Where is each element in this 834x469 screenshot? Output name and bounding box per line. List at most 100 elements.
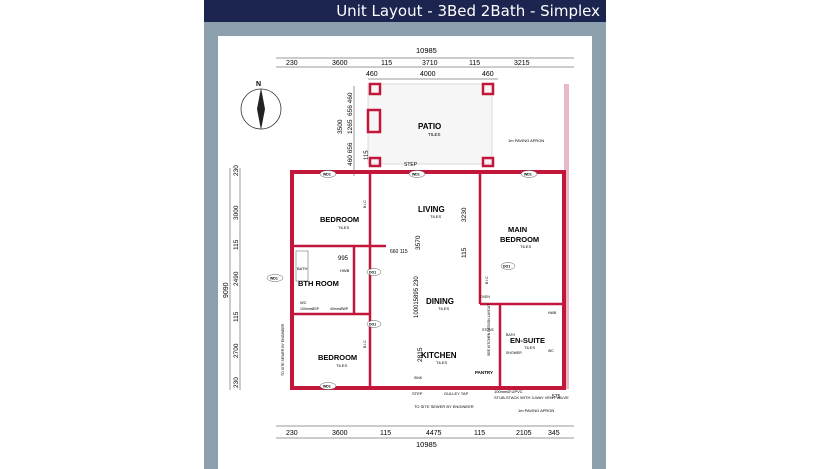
- bottom-dimensions: [276, 425, 574, 439]
- room-living: LIVING: [418, 205, 445, 214]
- drawing-sheet: 10985 230 3600 115 3710 115 3215 460 400…: [218, 36, 592, 469]
- bic-1: B.I.C: [363, 200, 367, 208]
- living-finish: TILES: [430, 214, 441, 219]
- site-sewer-left: TO SITE SEWER BY ENGINEER: [281, 323, 285, 376]
- svg-text:DO1: DO1: [503, 265, 510, 269]
- kitchen-note: SEE KITCHEN DESIGN LAYOUT: [487, 303, 491, 356]
- stove-label: STOVE: [482, 328, 494, 332]
- dim-3230: 3230: [461, 207, 468, 222]
- dim-bottom-total: 10985: [416, 440, 437, 449]
- svg-text:WD1: WD1: [323, 173, 331, 177]
- dim-patio-3500: 3500: [337, 119, 344, 134]
- dim-left-2490: 2490: [233, 271, 240, 286]
- ensuite-finish: TILES: [524, 345, 535, 350]
- dim-bottom-115a: 115: [380, 430, 391, 437]
- sink-label: SINK: [414, 376, 423, 380]
- room-bedroom-2: BEDROOM: [318, 353, 357, 362]
- dim-stack: 100015895 230: [414, 276, 420, 318]
- step-bottom: STEP: [412, 391, 423, 396]
- dim-bottom-3600: 3600: [332, 430, 348, 437]
- dim-575: 575: [552, 394, 561, 400]
- paving-top: 1m PAVING APRON: [508, 138, 544, 143]
- kitchen-finish: TILES: [436, 360, 447, 365]
- dim-patio-115: 115: [364, 150, 370, 160]
- dim-top-4000: 4000: [420, 71, 436, 78]
- exterior-walls: [290, 170, 566, 390]
- dim-left-3000: 3000: [233, 205, 240, 220]
- dim-left-230b: 230: [233, 377, 240, 388]
- site-sewer-bottom: TO SITE SEWER BY ENGINEER: [414, 404, 474, 409]
- bath-label: BATH: [297, 266, 307, 271]
- top-dimensions: [276, 57, 574, 80]
- dim-patio-1265: 1265: [347, 119, 354, 134]
- bic-3: B.I.C: [485, 276, 489, 284]
- upvc-label: 100mmØ UPVC: [494, 389, 523, 394]
- shower-label: SHOWER: [506, 351, 522, 355]
- dining-finish: TILES: [438, 306, 449, 311]
- dim-bottom-2105: 2105: [516, 430, 532, 437]
- window-tags: WD1 WD1 WD1 WD1 WD1 DO1 DO1 DO1: [266, 170, 538, 390]
- patio-finish: TILES: [428, 132, 441, 137]
- dim-660: 660 115: [390, 249, 408, 255]
- dim-left-total: 9090: [223, 282, 230, 298]
- hwb-label: HWB: [340, 268, 350, 273]
- svg-text:WD1: WD1: [412, 173, 420, 177]
- stubstack-label: STUB-STACK WITH 3-WAY VENT VALVE: [494, 395, 569, 400]
- dim-top-total: 10985: [416, 46, 437, 55]
- dim-top-3600: 3600: [332, 60, 348, 67]
- step-top: STEP: [404, 162, 418, 168]
- svg-text:WD1: WD1: [323, 385, 331, 389]
- dim-bottom-230: 230: [286, 430, 298, 437]
- ensuite-hwb-label: HWB: [548, 311, 557, 315]
- dim-patio-656-460: 656 460: [347, 92, 354, 116]
- boundary-strip: [564, 84, 569, 389]
- svg-text:DO1: DO1: [369, 271, 376, 275]
- room-bathroom: BTH ROOM: [298, 279, 339, 288]
- oven-label: OVEN: [480, 295, 490, 299]
- dim-995: 995: [338, 256, 349, 262]
- dim-2815: 2815: [417, 347, 424, 362]
- svg-text:DO1: DO1: [369, 323, 376, 327]
- dim-top-230: 230: [286, 60, 298, 67]
- patio-area: [366, 82, 495, 168]
- svg-text:N: N: [256, 81, 261, 88]
- room-patio: PATIO: [418, 122, 441, 131]
- room-bedroom-1: BEDROOM: [320, 215, 359, 224]
- dim-left-115b: 115: [233, 311, 240, 322]
- bath-pipe-1: 100mmØSP: [300, 307, 320, 311]
- dim-left-230a: 230: [233, 165, 240, 176]
- room-kitchen: KITCHEN: [421, 351, 457, 360]
- bath-pipe-2: 40mmØWP: [330, 307, 349, 311]
- gulley-label: GULLEY TAP: [444, 391, 469, 396]
- dim-top-115a: 115: [381, 60, 392, 67]
- room-main-bedroom-line1: MAIN: [508, 225, 527, 234]
- left-dimensions: [229, 168, 241, 390]
- dim-top-460a: 460: [366, 71, 378, 78]
- bic-2: B.I.C: [363, 340, 367, 348]
- dim-3570: 3570: [415, 235, 422, 250]
- room-ensuite: EN-SUITE: [510, 336, 545, 345]
- ensuite-bath-label: BATH: [506, 333, 516, 337]
- dim-patio-460-656: 460 656: [347, 142, 354, 166]
- page-title: Unit Layout - 3Bed 2Bath - Simplex: [204, 0, 606, 22]
- dim-bottom-345: 345: [548, 430, 560, 437]
- dim-left-115a: 115: [233, 239, 240, 250]
- bath-fixture: [295, 250, 309, 282]
- dim-top-460b: 460: [482, 71, 494, 78]
- svg-text:WD1: WD1: [270, 277, 278, 281]
- svg-text:WD1: WD1: [524, 173, 532, 177]
- room-dining: DINING: [426, 297, 454, 306]
- north-arrow-icon: N: [240, 81, 282, 130]
- main-bedroom-finish: TILES: [520, 244, 531, 249]
- dim-bottom-115b: 115: [474, 430, 485, 437]
- ensuite-wc-label: WC: [548, 349, 554, 353]
- interior-walls: [292, 172, 564, 388]
- dim-top-3710: 3710: [422, 60, 438, 67]
- floor-plan: 10985 230 3600 115 3710 115 3215 460 400…: [223, 46, 574, 449]
- paving-bottom: 1m PAVING APRON: [518, 408, 554, 413]
- wc-label: WC: [300, 300, 307, 305]
- bedroom-1-finish: TILES: [338, 225, 349, 230]
- dim-top-3215: 3215: [514, 60, 530, 67]
- room-main-bedroom-line2: BEDROOM: [500, 235, 539, 244]
- dim-left-2700: 2700: [233, 343, 240, 358]
